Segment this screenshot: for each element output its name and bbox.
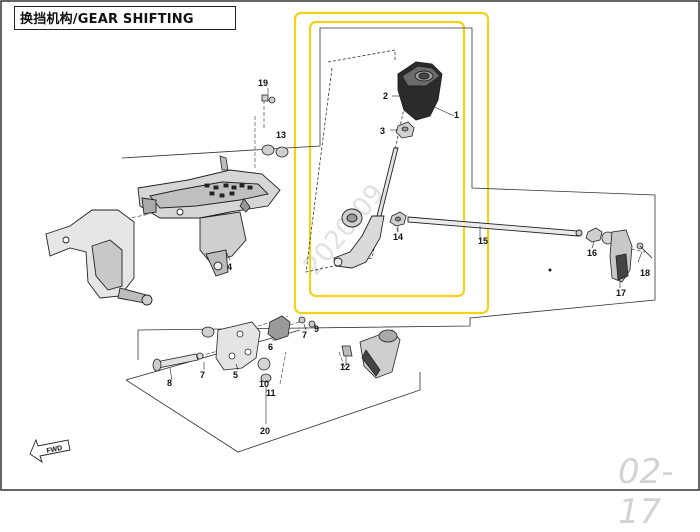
part-rear-linkage	[585, 227, 653, 283]
callout-5: 5	[233, 370, 238, 380]
callout-10: 10	[259, 379, 269, 389]
part-shift-lever	[333, 147, 399, 269]
callout-20: 20	[260, 426, 270, 436]
part-shaft-end	[341, 329, 401, 379]
part-nut-14	[389, 211, 407, 227]
callout-1: 1	[454, 110, 459, 120]
callout-4: 4	[227, 262, 232, 272]
callout-17: 17	[616, 288, 626, 298]
diagram-title: 换挡机构/GEAR SHIFTING	[20, 12, 194, 27]
callout-3: 3	[380, 126, 385, 136]
highlight-inner	[308, 20, 466, 298]
marker-dot	[548, 268, 552, 272]
callout-2: 2	[383, 91, 388, 101]
part-nut-3	[395, 121, 415, 139]
callout-15: 15	[478, 236, 488, 246]
callout-19: 19	[258, 78, 268, 88]
fwd-arrow	[29, 438, 71, 464]
fwd-label: FWD	[46, 445, 63, 455]
part-lower-bracket	[152, 315, 316, 383]
assembly-outline	[121, 27, 656, 453]
outer-frame	[0, 0, 700, 491]
callout-6: 6	[268, 342, 273, 352]
callout-18: 18	[640, 268, 650, 278]
title-box	[14, 6, 236, 30]
part-bolts-13-19	[219, 94, 289, 213]
callout-8: 8	[167, 378, 172, 388]
callout-12: 12	[340, 362, 350, 372]
part-shift-rod	[407, 216, 583, 237]
part-left-bracket	[45, 209, 153, 306]
highlight-outer	[293, 11, 490, 315]
callout-9: 9	[314, 324, 319, 334]
callout-14: 14	[393, 232, 403, 242]
callout-7b: 7	[302, 330, 307, 340]
part-shift-knob	[397, 61, 443, 121]
callout-16: 16	[587, 248, 597, 258]
exploded-view-drawing: FWD 1 2 3 4 5	[0, 0, 700, 491]
callout-labels: 1 2 3 4 5 6 7 7 8 9 10 11 12 13 14 15 16…	[167, 78, 650, 436]
callout-7a: 7	[200, 370, 205, 380]
callout-13: 13	[276, 130, 286, 140]
callout-leaders	[169, 88, 643, 424]
part-shift-bracket	[137, 169, 281, 277]
callout-11: 11	[266, 388, 276, 398]
